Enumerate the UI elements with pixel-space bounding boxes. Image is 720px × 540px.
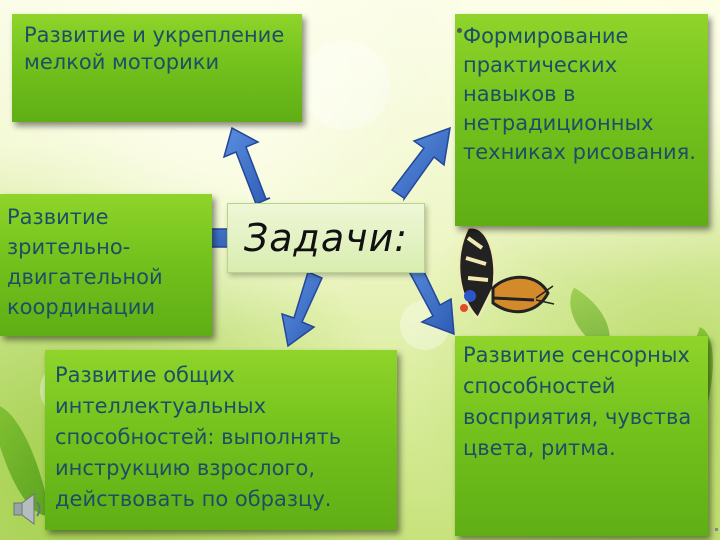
task-text: Развитие общих интеллектуальных способно…: [55, 363, 342, 511]
butterfly-image: [458, 226, 555, 320]
task-text: Развитие зрительно-двигательной координа…: [7, 205, 163, 319]
speaker-icon[interactable]: [12, 492, 44, 526]
task-box-bottom-right: Развитие сенсорных способностей восприят…: [455, 336, 708, 536]
task-box-top-right: Формирование практических навыков в нетр…: [455, 14, 708, 226]
task-box-top-left: Развитие и укрепление мелкой моторики: [12, 14, 302, 122]
task-text: Развитие и укрепление мелкой моторики: [24, 23, 285, 74]
task-text: Формирование практических навыков в нетр…: [463, 24, 696, 164]
bokeh-circle: [300, 40, 390, 130]
decor-dot: [715, 528, 718, 531]
arrow-to-top-left: [222, 126, 271, 205]
task-box-mid-left: Развитие зрительно-двигательной координа…: [0, 194, 212, 336]
bullet-dot: [457, 28, 462, 33]
arrow-to-bottom-center: [281, 270, 323, 348]
task-box-bottom-center: Развитие общих интеллектуальных способно…: [45, 350, 397, 530]
task-text: Развитие сенсорных способностей восприят…: [463, 343, 692, 460]
arrow-to-top-right: [390, 126, 451, 202]
slide-title: Задачи:: [227, 203, 425, 273]
